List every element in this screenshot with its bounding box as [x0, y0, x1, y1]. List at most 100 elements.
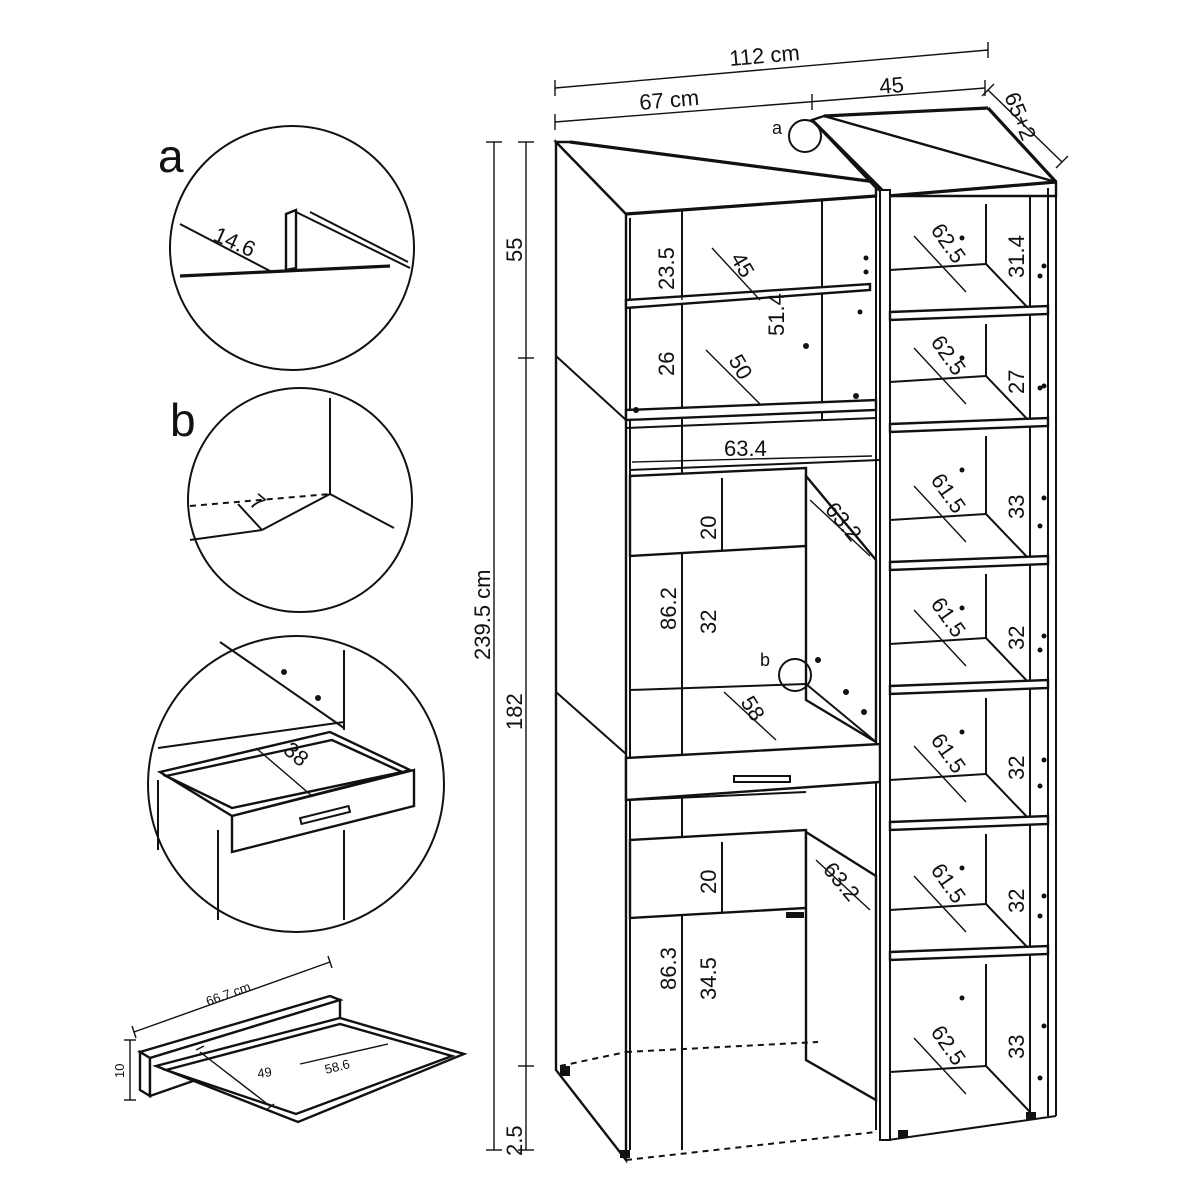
shelf-support-hole [1041, 383, 1047, 389]
marker-a-label: a [772, 118, 783, 138]
shelf-support-hole [1041, 263, 1047, 269]
compartment-back-line [889, 375, 987, 383]
desk-top-height: 10 [112, 1064, 127, 1078]
compartment-floor-edge [985, 903, 1031, 951]
depth-dimension-line [913, 609, 967, 667]
shelf-support-hole [1041, 1023, 1047, 1029]
dim-total-width: 112 cm [728, 40, 800, 71]
dim-shelf-pair-height: 51.4 [764, 293, 789, 336]
detail-a: a 14.6 [158, 125, 415, 371]
height-dimensions: 239.5 cm 55 182 2.5 [470, 141, 534, 1156]
shelf-height-label: 32 [1004, 756, 1029, 780]
depth-dimension-line [913, 745, 967, 803]
compartment-floor-edge [985, 773, 1031, 821]
shelf-board [888, 554, 1050, 572]
dim-shelf2-height: 26 [654, 352, 679, 376]
shelf-support-hole [959, 865, 965, 871]
shelf-board [888, 416, 1050, 434]
compartment-back-line [889, 637, 987, 645]
shelf-support-hole [1037, 273, 1043, 279]
dim-lower-cabinet-height: 86.3 [656, 947, 681, 990]
shelf-depth-label: 61.5 [926, 729, 971, 778]
shelf-support-hole [959, 235, 965, 241]
desk-top-inner-width: 49 [256, 1064, 272, 1081]
dim-shelf2-depth: 50 [724, 350, 758, 384]
dim-desk-inner-width: 63.4 [724, 436, 767, 461]
depth-dimension-line [913, 875, 967, 933]
compartment-floor-edge [985, 375, 1031, 423]
shelf-height-label: 33 [1004, 495, 1029, 519]
compartment-back-line [889, 1065, 987, 1073]
compartment-back-line [889, 263, 987, 271]
depth-dimension-line [913, 1037, 967, 1095]
shelf-height-label: 31.4 [1004, 235, 1029, 278]
depth-dimension-line [913, 485, 967, 543]
shelf-support-hole [1037, 523, 1043, 529]
compartment-floor-edge [985, 637, 1031, 685]
depth-dimension-line [913, 235, 967, 293]
detail-a-value: 14.6 [210, 222, 259, 262]
shelf-board [888, 944, 1050, 962]
shelf-depth-label: 62.5 [926, 331, 971, 380]
compartment-back-line [889, 903, 987, 911]
dim-main-height: 182 [502, 693, 527, 730]
compartment-back-line [889, 513, 987, 521]
shelf-support-hole [959, 995, 965, 1001]
shelf-support-hole [1037, 647, 1043, 653]
dim-lower-inner-height: 34.5 [696, 957, 721, 1000]
shelf-depth-label: 61.5 [926, 593, 971, 642]
right-unit [809, 106, 1058, 1141]
depth-dimension-line [913, 347, 967, 405]
shelf-height-label: 33 [1004, 1035, 1029, 1059]
compartment-floor-edge [985, 263, 1031, 311]
shelf-board [888, 814, 1050, 832]
shelf-support-hole [1041, 633, 1047, 639]
shelf-support-hole [1041, 495, 1047, 501]
left-unit [553, 139, 882, 1164]
detail-b-value: 7 [245, 489, 270, 516]
shelf-board [888, 304, 1050, 322]
shelf-support-hole [1041, 893, 1047, 899]
shelf-support-hole [959, 605, 965, 611]
shelf-support-hole [959, 355, 965, 361]
shelf-depth-label: 61.5 [926, 469, 971, 518]
shelf-support-hole [1037, 913, 1043, 919]
shelf-support-hole [959, 729, 965, 735]
compartment-floor-edge [985, 1065, 1031, 1113]
dim-depth: 65+2 [999, 89, 1041, 144]
dim-lower-door-height: 20 [696, 870, 721, 894]
dim-total-height: 239.5 cm [470, 570, 495, 661]
shelf-support-hole [1037, 385, 1043, 391]
detail-b-label: b [170, 394, 196, 446]
shelf-depth-label: 61.5 [926, 859, 971, 908]
top-dimensions: 112 cm 67 cm 45 65+2 [554, 40, 1069, 169]
dim-plinth-height: 2.5 [502, 1125, 527, 1156]
dim-upper-cabinet-height: 86.2 [656, 587, 681, 630]
dim-right-width: 45 [878, 72, 905, 99]
detail-a-label: a [158, 130, 184, 182]
desk-top-depth: 58.6 [323, 1056, 351, 1077]
compartment-floor-edge [985, 513, 1031, 561]
dim-desk-depth: 58 [736, 691, 770, 725]
desk-top-detail: 66.7 cm 10 49 58.6 [112, 955, 468, 1124]
compartment-back-line [889, 773, 987, 781]
shelf-depth-label: 62.5 [926, 1021, 971, 1070]
shelf-height-label: 32 [1004, 626, 1029, 650]
shelf-support-hole [1037, 1075, 1043, 1081]
desk-top-width: 66.7 cm [204, 979, 253, 1009]
shelf-height-label: 27 [1004, 370, 1029, 394]
drawer-detail: 38 [147, 635, 445, 933]
shelf-support-hole [1041, 757, 1047, 763]
shelf-height-label: 32 [1004, 889, 1029, 913]
dim-upper-door-height: 20 [696, 516, 721, 540]
dim-shelf1-depth: 45 [726, 248, 760, 282]
dim-shelf1-height: 23.5 [654, 247, 679, 290]
dim-upper-inner-height: 32 [696, 610, 721, 634]
marker-b-label: b [760, 650, 770, 670]
dim-top-height: 55 [502, 238, 527, 262]
dim-left-width: 67 cm [638, 85, 700, 115]
shelf-support-hole [959, 467, 965, 473]
detail-markers: a b [760, 118, 822, 692]
